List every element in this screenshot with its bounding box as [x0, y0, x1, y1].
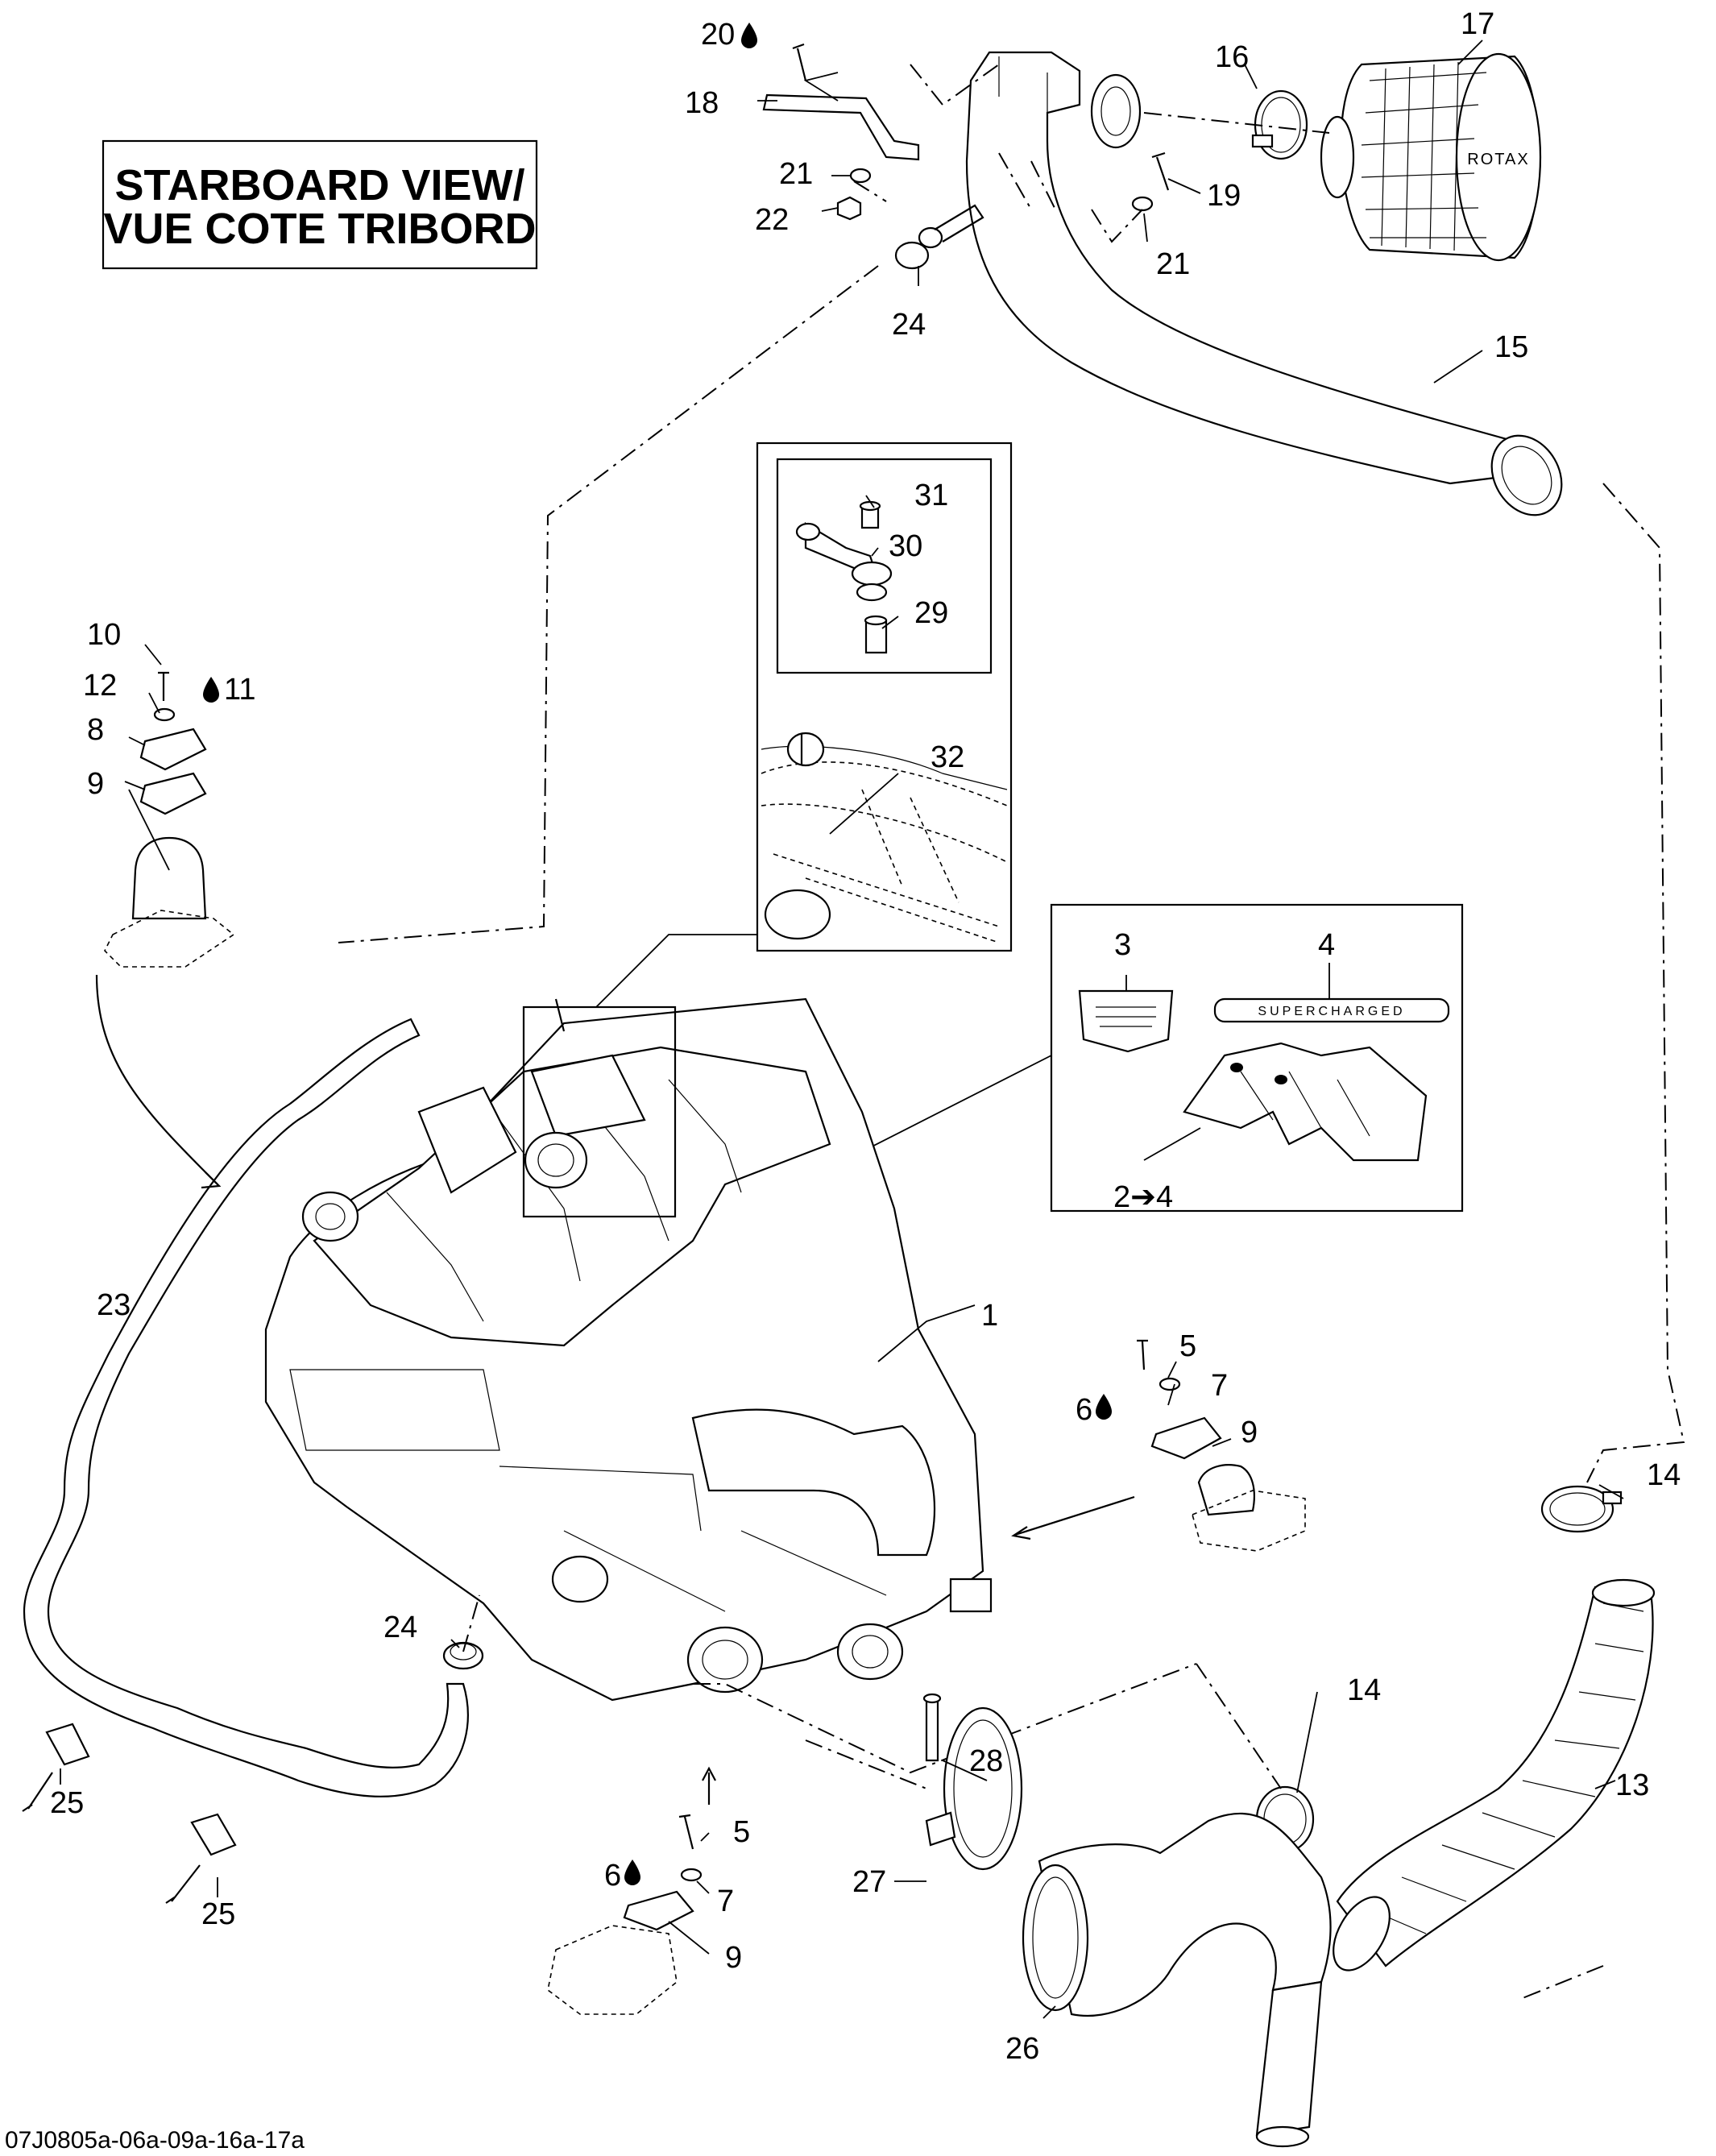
- view-title-box: STARBOARD VIEW/ VUE COTE TRIBORD: [102, 139, 538, 270]
- inset-detail-box: [756, 442, 1013, 952]
- callout-3: 3: [1114, 928, 1131, 962]
- hose-clamp-24-top: [894, 204, 984, 270]
- drop-icon: [741, 23, 757, 48]
- decal-4-text: SUPERCHARGED: [1258, 1005, 1405, 1018]
- filter-brand-label: ROTAX: [1467, 151, 1529, 168]
- callout-9c: 9: [725, 1941, 742, 1975]
- decal-3: [1078, 989, 1174, 1053]
- screw-19: [1151, 151, 1170, 191]
- intake-hose-cuff: [1490, 434, 1563, 516]
- clip-25-a: [22, 1723, 90, 1812]
- callout-13: 13: [1615, 1768, 1649, 1802]
- callout-23: 23: [97, 1288, 131, 1322]
- callout-7a: 7: [1211, 1369, 1228, 1403]
- callout-6b: 6: [604, 1859, 621, 1893]
- drain-fitting-30: [795, 522, 893, 602]
- callout-21a: 21: [779, 157, 813, 191]
- drop-icon: [624, 1860, 640, 1885]
- callout-9b: 9: [1241, 1416, 1258, 1449]
- engine-mount-left: [104, 671, 235, 968]
- intake-elbow: [1090, 73, 1142, 149]
- callout-14b: 14: [1347, 1673, 1381, 1707]
- callout-25b: 25: [201, 1897, 235, 1931]
- callout-25a: 25: [50, 1786, 84, 1820]
- valve-31: [859, 500, 881, 529]
- callout-11: 11: [224, 673, 255, 707]
- arrow-icon: [201, 1171, 222, 1189]
- tube-29: [864, 615, 888, 654]
- intake-hose-13: [1333, 1578, 1656, 1971]
- callout-24a: 24: [892, 308, 926, 342]
- callout-21b: 21: [1156, 247, 1190, 281]
- callout-10: 10: [87, 618, 121, 652]
- engine-assembly: [264, 997, 993, 1702]
- callout-17: 17: [1461, 7, 1494, 41]
- callout-22: 22: [755, 203, 789, 237]
- screw-20: [792, 43, 807, 81]
- callout-28: 28: [969, 1744, 1003, 1778]
- decal-4: SUPERCHARGED: [1213, 997, 1450, 1023]
- clip-25-b: [165, 1813, 237, 1904]
- washer-21-right: [1131, 196, 1154, 212]
- nut-22: [836, 196, 862, 221]
- washer-21-top: [849, 168, 872, 184]
- callout-labels: 1 2➔4 3 4 5 5 6 6 7 7 8 9 9 9 10 11 12 1…: [50, 7, 1681, 2066]
- callout-29: 29: [914, 596, 948, 630]
- callout-18: 18: [685, 86, 719, 120]
- air-filter: ROTAX: [1320, 52, 1542, 262]
- callout-8: 8: [87, 713, 104, 747]
- clamp-14-top: [1540, 1485, 1623, 1533]
- callout-26: 26: [1005, 2032, 1039, 2066]
- callout-7b: 7: [717, 1884, 734, 1918]
- callout-5b: 5: [733, 1815, 750, 1849]
- callout-16: 16: [1215, 40, 1249, 74]
- callout-6a: 6: [1076, 1393, 1092, 1427]
- callout-20: 20: [701, 18, 735, 52]
- callout-5a: 5: [1179, 1329, 1196, 1363]
- decal-inset-box: SUPERCHARGED: [1050, 903, 1464, 1213]
- drawing-code: 07J0805a-06a-09a-16a-17a: [5, 2127, 305, 2154]
- callout-2to4: 2➔4: [1113, 1180, 1173, 1214]
- view-title-line1: STARBOARD VIEW/: [115, 161, 525, 209]
- screw-28: [922, 1693, 942, 1762]
- callout-32: 32: [931, 740, 964, 774]
- callout-9a: 9: [87, 767, 104, 801]
- clamp-27: [925, 1706, 1023, 1871]
- callout-27: 27: [852, 1865, 886, 1899]
- callout-14a: 14: [1647, 1458, 1681, 1492]
- callout-19: 19: [1207, 179, 1241, 213]
- duct-26: [1022, 1812, 1332, 2148]
- hose-clamp-24-bottom: [442, 1641, 484, 1670]
- callout-12: 12: [83, 669, 117, 703]
- air-intake-duct: [965, 51, 1516, 485]
- callout-24b: 24: [383, 1611, 417, 1644]
- engine-mount-bottom: [547, 1814, 703, 2015]
- callout-30: 30: [889, 529, 922, 563]
- callout-15: 15: [1494, 330, 1528, 364]
- leader-lines: [60, 39, 1624, 2019]
- engine-cover-sketch: [1183, 1042, 1428, 1162]
- view-title-line2: VUE COTE TRIBORD: [103, 205, 536, 253]
- callout-1: 1: [981, 1299, 998, 1333]
- drop-icon: [1096, 1394, 1112, 1420]
- drop-icon: [203, 677, 219, 703]
- callout-31: 31: [914, 479, 948, 512]
- engine-mount-right: [1137, 1339, 1306, 1552]
- callout-4: 4: [1318, 928, 1335, 962]
- vent-hose-23: [23, 1018, 469, 1797]
- mounting-bracket-18: [762, 93, 920, 161]
